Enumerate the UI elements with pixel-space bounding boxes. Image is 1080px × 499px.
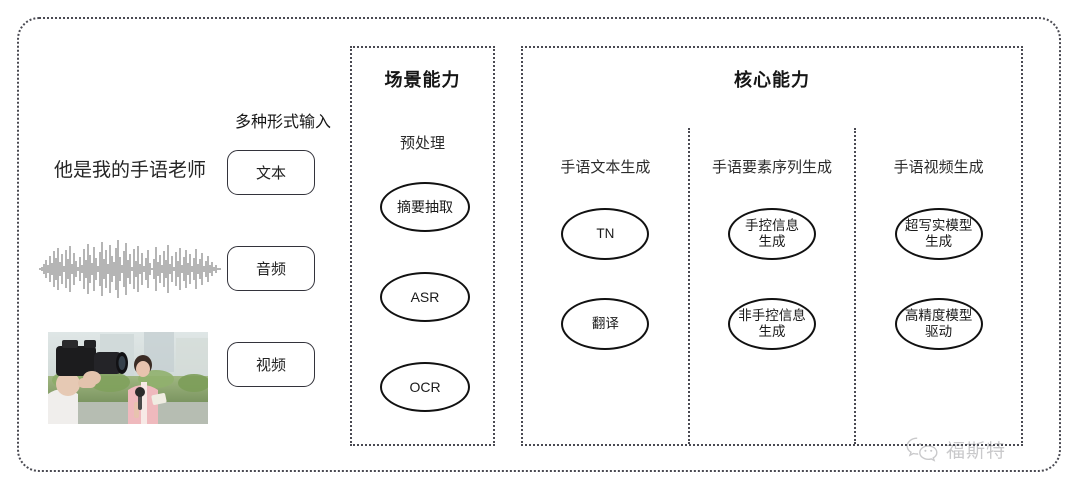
scene-capability-title: 场景能力 [384, 70, 461, 90]
core-node-photorealistic-model-generation[interactable]: 超写实模型 生成 [894, 208, 983, 260]
core-column-sign-element-sequence-generation: 手语要素序列生成 手控信息 生成 非手控信息 生成 [687, 128, 855, 444]
scene-capability-panel: 场景能力 预处理 摘要抽取 ASR OCR [350, 46, 495, 446]
modality-pill-audio[interactable]: 音频 [227, 246, 315, 291]
watermark: 福斯特 [905, 432, 1045, 466]
core-node-tn[interactable]: TN [561, 208, 650, 260]
scene-node-ocr[interactable]: OCR [380, 362, 470, 412]
modality-pill-video[interactable]: 视频 [227, 342, 315, 387]
core-node-line1: 翻译 [591, 316, 619, 332]
watermark-text: 福斯特 [946, 440, 1007, 462]
core-node-line2: 生成 [758, 234, 786, 249]
input-section-heading: 多种形式输入 [234, 114, 331, 131]
audio-waveform-icon [38, 238, 222, 300]
scene-capability-subtitle: 预处理 [399, 135, 445, 152]
input-section: 多种形式输入 他是我的手语老师 [30, 90, 331, 424]
core-node-line2: 驱动 [925, 324, 953, 339]
core-node-line1: 超写实模型 [904, 218, 973, 234]
core-node-manual-signal-generation[interactable]: 手控信息 生成 [728, 208, 816, 260]
scene-node-asr[interactable]: ASR [380, 272, 470, 322]
core-column-title: 手语要素序列生成 [712, 159, 833, 176]
core-column-title: 手语视频生成 [893, 159, 984, 176]
modality-pill-text[interactable]: 文本 [227, 150, 315, 195]
core-node-line1: 手控信息 [745, 218, 799, 234]
core-node-line1: TN [596, 226, 615, 242]
core-capability-title: 核心能力 [734, 70, 810, 90]
core-column-sign-text-generation: 手语文本生成 TN 翻译 [523, 128, 688, 444]
core-capability-columns: 手语文本生成 TN 翻译 手语要素序列生成 手控信息 生成 [523, 128, 1021, 444]
core-node-translation[interactable]: 翻译 [561, 298, 650, 350]
sample-sentence-text: 他是我的手语老师 [53, 160, 206, 181]
core-node-non-manual-signal-generation[interactable]: 非手控信息 生成 [728, 298, 816, 350]
core-node-line1: 高精度模型 [904, 308, 973, 324]
scene-node-summary-extraction[interactable]: 摘要抽取 [380, 182, 470, 232]
core-column-sign-video-generation: 手语视频生成 超写实模型 生成 高精度模型 驱动 [854, 128, 1021, 444]
core-node-line2: 生成 [758, 324, 786, 339]
core-column-title: 手语文本生成 [560, 159, 651, 176]
core-capability-panel: 核心能力 手语文本生成 TN 翻译 手语要素序列生成 手控信息 生成 [521, 46, 1023, 446]
outer-frame [17, 17, 1061, 472]
core-node-high-precision-model-driving[interactable]: 高精度模型 驱动 [894, 298, 983, 350]
core-node-line2: 生成 [925, 234, 953, 249]
video-thumbnail-image [48, 332, 208, 424]
wechat-icon [905, 435, 939, 463]
core-node-line1: 非手控信息 [738, 308, 806, 324]
